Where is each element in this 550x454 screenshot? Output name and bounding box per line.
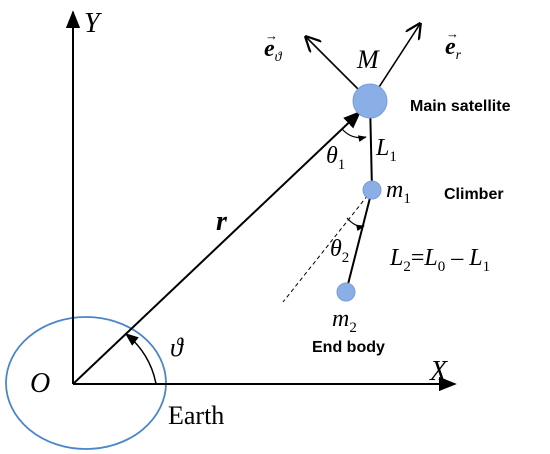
theta2-subscript: 2 [342,250,350,266]
end-body-name: End body [312,339,385,356]
theta1-arc [341,128,367,142]
e-r-symbol: e [445,34,456,60]
polar-angle-arc [124,333,157,385]
e-r-arrow-mark: → [446,26,459,41]
climber-mass-label: m1 [386,177,411,207]
origin-label: O [30,368,50,399]
earth-label: Earth [168,401,224,430]
l2-symbol: L [389,245,403,271]
l1-subscript: 1 [389,149,397,165]
x-axis-label: X [429,356,448,387]
l2-minus: – [450,245,464,271]
main-satellite-name: Main satellite [410,98,511,115]
r-direction-dashed-line [282,189,373,303]
theta1-subscript: 1 [338,157,346,173]
l0-symbol: L [423,245,437,271]
m2-subscript: 2 [349,320,357,336]
l2-equals: = [411,245,425,271]
l1-symbol: L [375,135,389,161]
position-vector-label: r [216,206,228,237]
l1-rhs-symbol: L [468,245,482,271]
climber-body [362,180,382,200]
m1-symbol: m [386,177,403,203]
theta1-symbol: θ [326,143,338,169]
m2-symbol: m [332,306,349,332]
main-satellite-mass-label: M [356,45,380,74]
theta2-label: θ2 [330,236,349,266]
end-body [336,282,356,302]
position-vector-r [72,110,362,385]
theta1-label: θ1 [326,143,345,173]
e-theta-subscript: ϑ [275,50,283,65]
l2-equation: L2=L0–L1 [389,245,490,275]
l1-label: L1 [375,135,397,165]
theta2-symbol: θ [330,236,342,262]
end-body-mass-label: m2 [332,306,357,336]
polar-angle-label: ϑ [170,333,184,362]
theta2-arc [346,217,365,232]
l1-rhs-subscript: 1 [483,259,491,275]
climber-name: Climber [444,186,504,203]
main-satellite-body [352,83,388,119]
e-theta-label: eϑ [264,36,283,65]
l2-subscript: 2 [403,259,411,275]
y-axis-label: Y [84,8,103,39]
e-theta-arrow-mark: → [265,28,278,43]
l0-subscript: 0 [438,259,446,275]
e-theta-symbol: e [264,36,275,62]
tether-l2 [345,189,373,293]
e-r-label: er [445,34,462,63]
m1-subscript: 1 [403,191,411,207]
e-r-subscript: r [456,48,462,63]
